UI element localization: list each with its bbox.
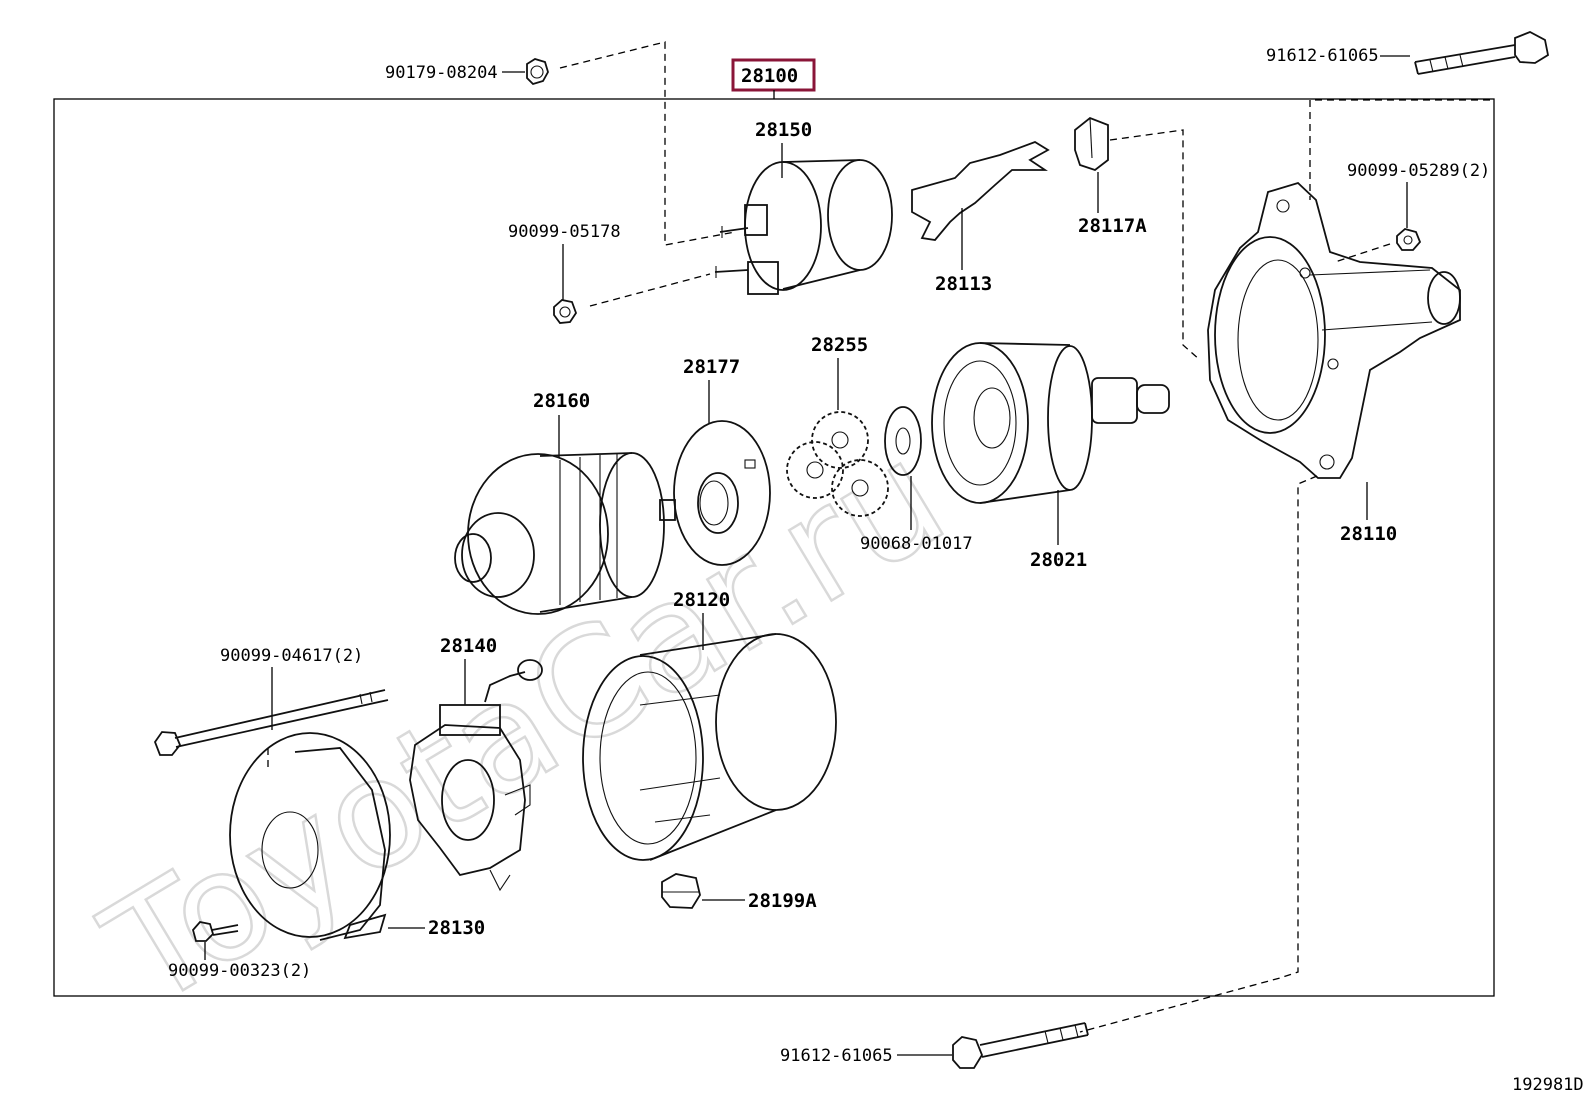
part-28113-label: 28113 [935, 273, 992, 295]
part-90179-08204[interactable]: 90179-08204 [385, 41, 736, 246]
insulator-icon [1074, 116, 1109, 172]
part-28255[interactable]: 28255 [786, 334, 889, 517]
part-28150[interactable]: 28150 [714, 119, 893, 295]
part-28160[interactable]: 28160 [454, 390, 676, 615]
part-28100-label: 28100 [741, 65, 798, 87]
part-28140[interactable]: 28140 [409, 635, 543, 892]
part-28021[interactable]: 28021 [931, 342, 1170, 571]
part-28113[interactable]: 28113 [911, 141, 1050, 295]
armature-icon [454, 452, 676, 615]
part-28120[interactable]: 28120 [582, 589, 837, 861]
part-28120-label: 28120 [673, 589, 730, 611]
part-28160-label: 28160 [533, 390, 590, 412]
part-28110[interactable]: 28110 [1207, 181, 1461, 545]
part-90099-04617[interactable]: 90099-04617(2) [153, 646, 389, 770]
part-28199A[interactable]: 28199A [661, 873, 817, 912]
part-90068-01017[interactable]: 90068-01017 [860, 406, 973, 554]
part-28130-label: 28130 [428, 917, 485, 939]
part-90068-01017-label: 90068-01017 [860, 534, 973, 554]
field-yoke-icon [582, 633, 837, 861]
watermark-text: ToyotaCar.ru [78, 409, 973, 1042]
part-28255-label: 28255 [811, 334, 868, 356]
part-90179-08204-label: 90179-08204 [385, 63, 498, 83]
figure-code: 192981D [1512, 1075, 1584, 1095]
drive-housing-icon [1207, 181, 1461, 479]
nut-icon [553, 299, 578, 324]
part-90099-00323-label: 90099-00323(2) [168, 961, 311, 981]
planetary-gear-icon [786, 411, 889, 517]
washer-icon [884, 406, 922, 476]
part-28199A-label: 28199A [748, 890, 817, 912]
nut-icon [1396, 228, 1422, 251]
part-90099-05289[interactable]: 90099-05289(2) [1334, 161, 1490, 263]
part-91612-61065-top[interactable]: 91612-61065 [1266, 31, 1550, 200]
part-90099-05178[interactable]: 90099-05178 [508, 222, 711, 324]
washer-plate-icon [673, 420, 771, 566]
end-cover-icon [229, 732, 391, 941]
part-90099-05178-label: 90099-05178 [508, 222, 621, 242]
brush-holder-icon [409, 659, 543, 892]
part-28117A[interactable]: 28117A [1074, 116, 1201, 361]
part-28130[interactable]: 28130 [229, 732, 485, 941]
part-91612-61065-bottom-label: 91612-61065 [780, 1046, 893, 1066]
bolt-icon [952, 1022, 1089, 1069]
part-28140-label: 28140 [440, 635, 497, 657]
part-28021-label: 28021 [1030, 549, 1087, 571]
part-91612-61065-top-label: 91612-61065 [1266, 46, 1379, 66]
bolt-icon [1414, 31, 1550, 75]
part-28177[interactable]: 28177 [673, 356, 771, 566]
part-28177-label: 28177 [683, 356, 740, 378]
part-90099-05289-label: 90099-05289(2) [1347, 161, 1490, 181]
part-28100-callout[interactable]: 28100 [731, 58, 816, 99]
through-bolt-icon [153, 689, 389, 756]
nut-icon [526, 58, 549, 86]
grommet-icon [661, 873, 701, 909]
screw-icon [192, 921, 215, 942]
shift-lever-icon [911, 141, 1050, 241]
part-28110-label: 28110 [1340, 523, 1397, 545]
part-90099-00323[interactable]: 90099-00323(2) [168, 921, 311, 981]
starter-clutch-icon [931, 342, 1170, 504]
part-28150-label: 28150 [755, 119, 812, 141]
solenoid-icon [714, 159, 893, 295]
part-90099-04617-label: 90099-04617(2) [220, 646, 363, 666]
part-91612-61065-bottom[interactable]: 91612-61065 [780, 1022, 1089, 1069]
part-28117A-label: 28117A [1078, 215, 1147, 237]
